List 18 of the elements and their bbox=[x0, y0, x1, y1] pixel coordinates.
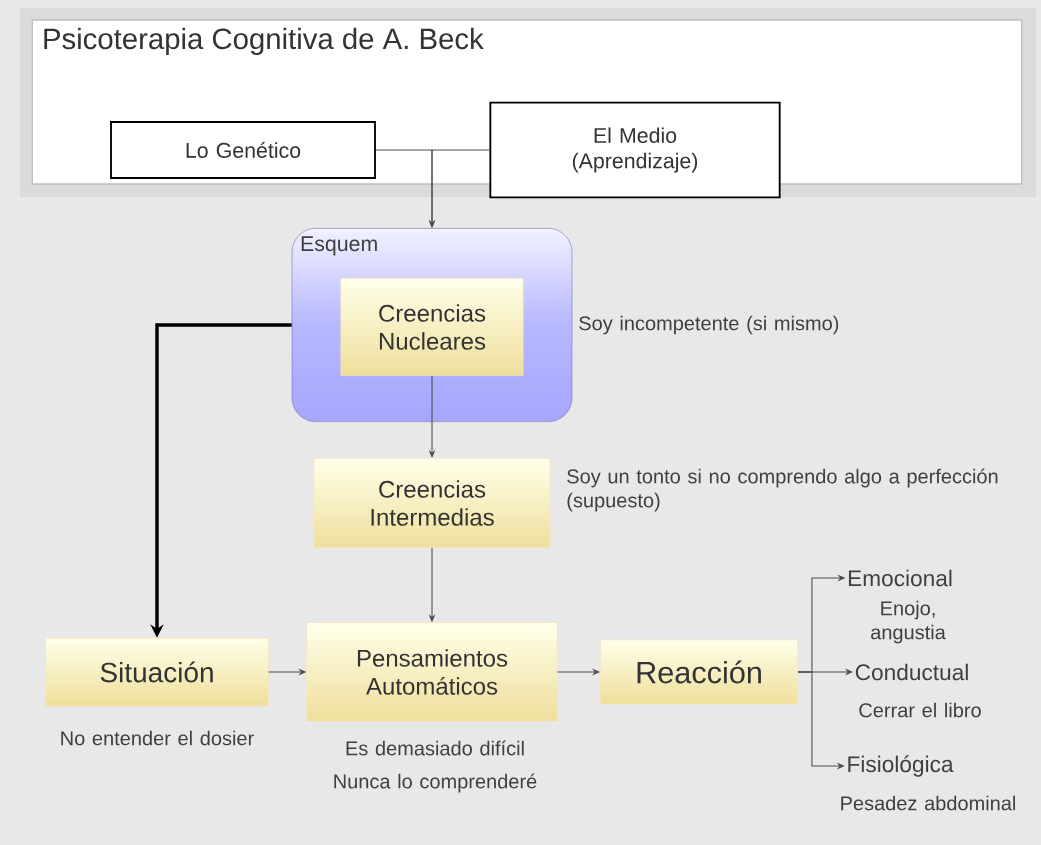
note-text: No entender el dosier bbox=[61, 730, 254, 746]
response-label: Conductual bbox=[855, 663, 968, 681]
process-box: Reacción bbox=[600, 639, 798, 705]
note-text: Pesadez abdominal bbox=[841, 795, 1015, 811]
factor-box: El Medio (Aprendizaje) bbox=[489, 101, 781, 199]
process-box: Situación bbox=[45, 637, 269, 707]
process-box: Creencias Nucleares bbox=[340, 278, 524, 376]
note-text: Nunca lo comprenderé bbox=[334, 773, 537, 793]
note-text: Enojo, angustia bbox=[871, 600, 946, 644]
note-text: Es demasiado difícil bbox=[346, 740, 524, 756]
process-box: Creencias Intermedias bbox=[313, 458, 551, 548]
process-box: Pensamientos Automáticos bbox=[306, 622, 558, 722]
response-label: Fisiológica bbox=[848, 755, 954, 777]
note-text: Cerrar el libro bbox=[859, 702, 981, 718]
note-text: Soy incompetente (si mismo) bbox=[579, 315, 839, 335]
response-label: Emocional bbox=[848, 569, 952, 587]
note-text: Soy un tonto si no comprendo algo a perfección (supuesto) bbox=[567, 468, 998, 512]
factor-box: Lo Genético bbox=[110, 121, 376, 179]
